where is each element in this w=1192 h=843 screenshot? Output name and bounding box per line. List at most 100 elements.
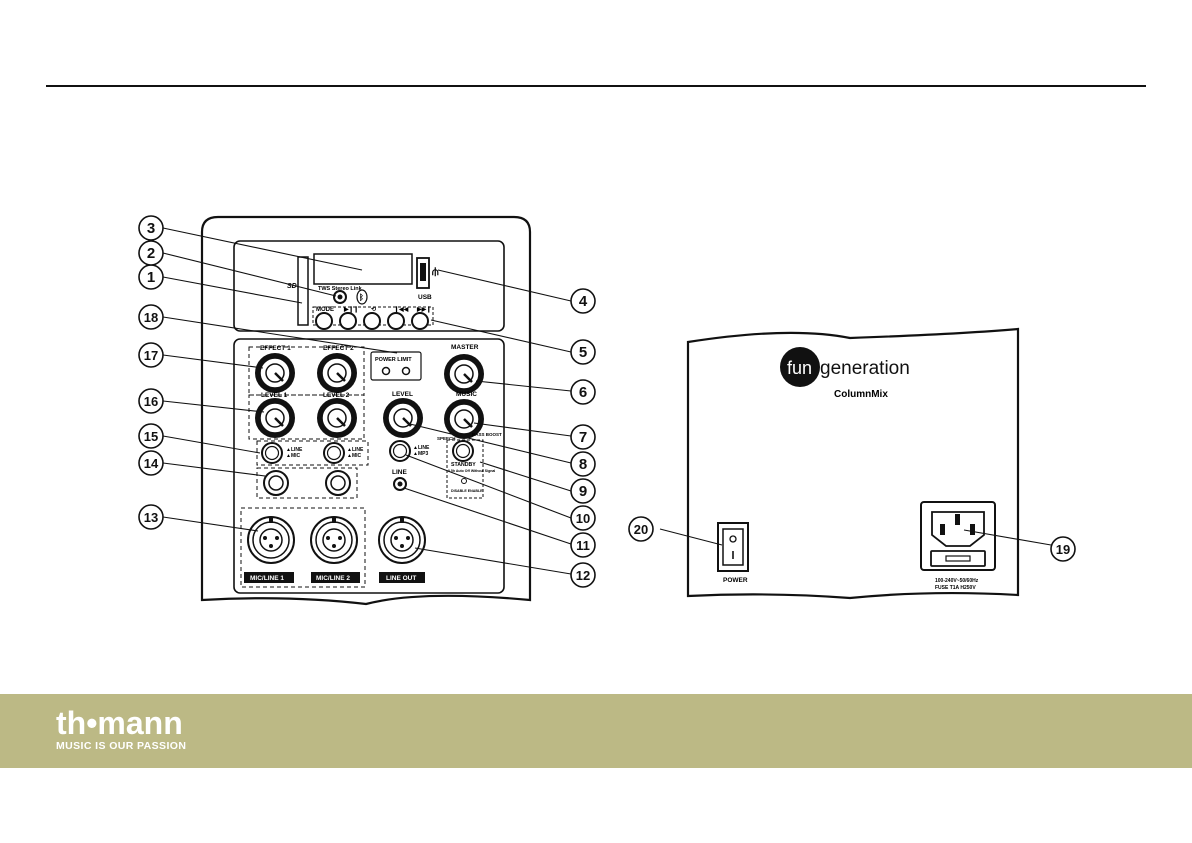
callout-9: 9 [570,478,596,504]
sd-card-slot[interactable] [297,256,309,326]
model-name: ColumnMix [834,389,888,400]
usb-icon: ⫛ [432,266,439,278]
svg-text:15: 15 [144,429,158,444]
svg-text:16: 16 [144,394,158,409]
svg-text:10: 10 [576,511,590,526]
line-mp3-switch[interactable] [389,440,411,462]
play-pause-icon: ▶❙❙ [343,306,359,313]
level1-knob[interactable] [253,396,297,440]
mode-button[interactable] [315,312,333,330]
previous-button[interactable] [387,312,405,330]
svg-text:5: 5 [579,344,587,361]
svg-text:4: 4 [579,293,588,310]
level2-knob[interactable] [315,396,359,440]
callout-13: 13 [138,504,164,530]
callout-6: 6 [570,379,596,405]
callout-16: 16 [138,388,164,414]
play-pause-button[interactable] [339,312,357,330]
master-label: MASTER [451,344,479,351]
limit-led [401,366,411,376]
disable-enable-label: DISABLE ENABLE [451,489,483,493]
standby-label: STANDBY [451,462,476,468]
svg-text:18: 18 [144,310,158,325]
line-mp3-label: ▲LINE [413,445,430,451]
svg-text:▲MP3: ▲MP3 [413,451,428,457]
callout-5: 5 [570,339,596,365]
svg-text:9: 9 [579,483,587,500]
svg-text:8: 8 [579,456,587,473]
standby-led [461,478,467,484]
callout-7: 7 [570,424,596,450]
mic-line1-label: MIC/LINE 1 [250,575,284,582]
xlr-input-2[interactable] [310,516,358,564]
svg-text:20: 20 [634,522,648,537]
svg-text:14: 14 [144,456,159,471]
brand-fun: fun [787,358,812,378]
svg-text:6: 6 [579,384,587,401]
callout-1: 1 [138,264,164,290]
line-mic-switch-2[interactable] [323,442,345,464]
master-knob[interactable] [442,352,486,396]
power-limit-label: POWER LIMIT [375,357,412,363]
callout-8: 8 [570,451,596,477]
callout-10: 10 [570,505,596,531]
level-label: LEVEL [392,391,413,398]
callout-3: 3 [138,215,164,241]
svg-text:▲MIC: ▲MIC [286,453,301,459]
next-icon: ▶▶❙ [416,306,431,313]
xlr-input-1[interactable] [247,516,295,564]
effect1-label: EFFECT 1 [260,345,291,352]
line-mic-switch-1[interactable] [261,442,283,464]
next-button[interactable] [411,312,429,330]
standby-switch[interactable] [452,440,474,462]
fuse-label: FUSE T1A H250V [935,585,976,591]
callout-17: 17 [138,342,164,368]
callout-20: 20 [628,516,654,542]
front-panel: SD ⫛ USB TWS Stereo Link ᛒ MODE ▶❙❙ ⟲ ❙◀… [200,215,532,606]
fungeneration-logo [780,347,820,387]
repeat-icon: ⟲ [371,306,377,313]
svg-text:1: 1 [147,269,155,286]
mixer-module [233,338,505,594]
level1-label: LEVEL 1 [261,392,288,399]
callout-2: 2 [138,240,164,266]
repeat-button[interactable] [363,312,381,330]
callout-19: 19 [1050,536,1076,562]
callout-4: 4 [570,288,596,314]
mode-label: MODE [316,307,334,313]
line-mic-label-2: ▲LINE [347,447,364,453]
svg-text:11: 11 [576,538,590,553]
level-knob[interactable] [381,396,425,440]
rating-label: 100-240V~50/60Hz [935,578,979,584]
line-label: LINE [392,469,407,476]
level2-label: LEVEL 2 [323,392,350,399]
device-diagram: SD ⫛ USB TWS Stereo Link ᛒ MODE ▶❙❙ ⟲ ❙◀… [138,215,1076,606]
svg-text:2: 2 [147,245,155,262]
effect1-knob[interactable] [253,351,297,395]
speech-label: SPEECH [437,436,456,441]
footer-band: th•mann MUSIC IS OUR PASSION [0,694,1192,768]
svg-text:7: 7 [579,429,587,446]
usb-label: USB [418,294,432,301]
callout-14: 14 [138,450,164,476]
previous-icon: ❙◀◀ [394,306,409,313]
svg-text:▲MIC: ▲MIC [347,453,362,459]
bass-boost-label: BASS BOOST [472,432,502,437]
callout-18: 18 [138,304,164,330]
callout-15: 15 [138,423,164,449]
power-label: POWER [723,577,748,584]
svg-text:ᛒ: ᛒ [359,293,364,302]
leader-lines [162,227,1052,575]
bluetooth-icon [356,289,368,305]
effect2-knob[interactable] [315,351,359,395]
mic-line2-label: MIC/LINE 2 [316,575,350,582]
svg-text:19: 19 [1056,542,1070,557]
svg-text:12: 12 [576,568,590,583]
callout-11: 11 [570,532,596,558]
thomann-slogan: MUSIC IS OUR PASSION [56,740,187,752]
rear-panel: fun generation ColumnMix POWER 100-240V~… [686,327,1020,600]
xlr-line-out[interactable] [378,516,426,564]
power-led [381,366,391,376]
callout-12: 12 [570,562,596,588]
